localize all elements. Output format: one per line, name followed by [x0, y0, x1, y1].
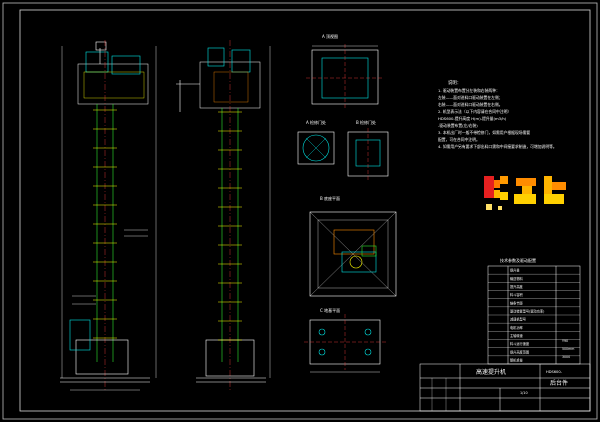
param-value: Y90 [562, 339, 568, 343]
note-line: 2. 机型表示法（以下内容请在合同中注明） [438, 109, 511, 114]
base-plan-label: B 底座平面 [320, 195, 340, 201]
note-line: HDS600-提升高度 H(m)-提升量(m3/h) [438, 116, 507, 121]
section-b-label: B 检修门处 [356, 119, 376, 125]
section-a-label: A 检修门处 [306, 119, 326, 125]
front-elevation [60, 40, 157, 392]
param-row-label: 提升高度范围 [510, 349, 529, 354]
param-value: 3000 [562, 355, 570, 359]
note-line: 1. 驱动装置布置分左装和右装两种： [438, 88, 500, 93]
section-b-view: B 检修门处 [347, 119, 389, 180]
note-line: 左装——面对进料口驱动装置在左侧； [438, 95, 503, 100]
notes-heading: 说明： [448, 79, 461, 86]
sheet-inner-border [19, 9, 591, 412]
note-line: 4. 如需用户另有要求下部出料口需和中间接要求制造，可增加说明等。 [438, 144, 557, 149]
note-line: 右装——面对进料口驱动装置在右侧。 [438, 102, 503, 107]
logo-mark [484, 176, 566, 210]
param-row-label: 料斗运行速度 [510, 341, 530, 346]
foundation-plan-view: C 地基平面 [304, 307, 386, 373]
base-plan-view: B 底座平面 [309, 195, 397, 297]
drawing-title: 高速提升机 [476, 368, 506, 376]
side-casing-flanges [218, 111, 242, 341]
param-row-label: 料斗容积 [510, 292, 524, 297]
drawing-model: HDS600- [546, 370, 563, 374]
notes-block: 说明： 1. 驱动装置布置分左装和右装两种： 左装——面对进料口驱动装置在左侧；… [438, 79, 557, 149]
foundation-label: C 地基平面 [320, 307, 340, 313]
top-view: A 顶视图 [306, 33, 384, 108]
param-value: 500mm [562, 347, 574, 351]
parameters-title: 技术参数及驱动配置 [500, 257, 536, 263]
note-line: 配置，可在合同中注明。 [438, 137, 480, 142]
top-view-label: A 顶视图 [322, 33, 338, 39]
company-name: 后台件 [550, 379, 568, 387]
param-row-label: 提升量 [510, 268, 520, 273]
note-line: 3. 本机出厂时一般不带检修门，如需用户根据现场需要 [438, 130, 530, 135]
param-row-label: 电机功率 [510, 325, 524, 330]
param-row-label: 链条节距 [510, 300, 524, 305]
note-line: -驱动装置布置(左/右装) [438, 123, 478, 128]
parameters-values: Y90 500mm 3000 [562, 339, 574, 359]
param-row-label: 主轴转速 [510, 333, 524, 338]
param-row-label: 整机重量 [510, 358, 524, 363]
title-block: 高速提升机 HDS600- 后台件 1/10 [419, 363, 591, 412]
front-casing-flanges [93, 109, 117, 339]
param-row-label: 输送物料 [510, 276, 524, 281]
param-row-label: 驱动装置型号(驱动功率) [510, 309, 544, 314]
section-a-view: A 检修门处 [297, 119, 335, 165]
param-row-label: 提升高度 [510, 284, 524, 289]
side-elevation [176, 40, 271, 392]
sheet-number: 1/10 [520, 391, 528, 395]
param-row-label: 减速机型号 [510, 317, 526, 322]
